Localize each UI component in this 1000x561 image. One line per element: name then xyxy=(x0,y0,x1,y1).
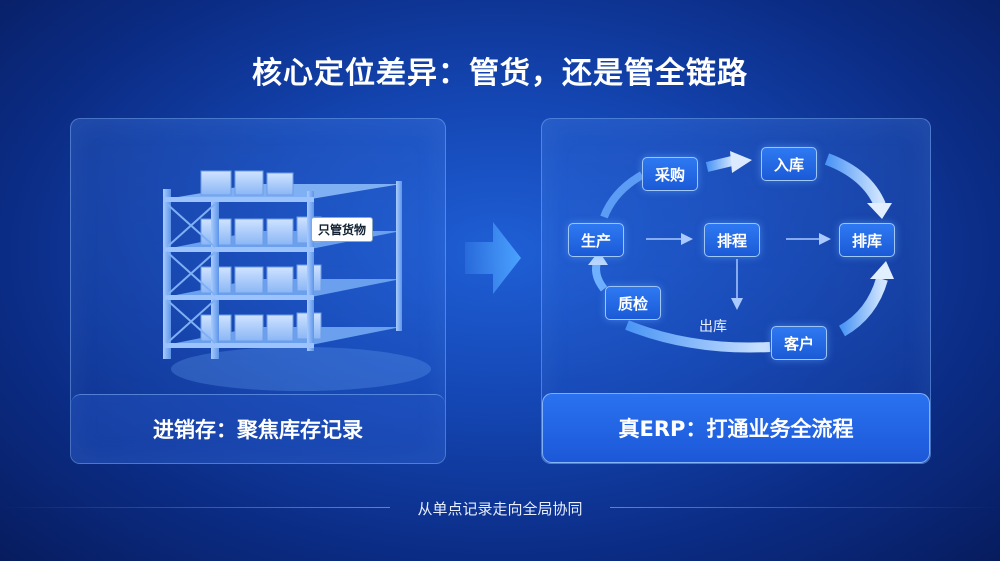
flow-arrow-customer-to-qc xyxy=(625,320,771,353)
footer-caption: 从单点记录走向全局协同 xyxy=(417,500,583,518)
node-storage-scheduling: 排库 xyxy=(839,223,896,257)
node-warehouse-in: 入库 xyxy=(761,147,818,181)
flow-label-outbound: 出库 xyxy=(699,319,727,335)
node-customer: 客户 xyxy=(771,326,828,360)
flow-arrow-production-to-purchase xyxy=(600,171,645,219)
flow-connectors xyxy=(588,151,894,353)
page-title: 核心定位差异：管货，还是管全链路 xyxy=(252,56,748,91)
goods-only-tag: 只管货物 xyxy=(311,217,374,242)
flow-arrow-purchase-to-warehouse xyxy=(705,156,734,172)
erp-panel: 采购 入库 生产 排程 排库 质检 客户 出库 真ERP：打通业务全流程 xyxy=(541,118,931,464)
flow-arrow-schedule-to-customer xyxy=(838,277,888,337)
flow-arrow-warehouse-to-schedule xyxy=(824,153,886,208)
shelf-illustration xyxy=(163,170,431,391)
footer-rule-left xyxy=(0,507,390,508)
node-scheduling: 排程 xyxy=(704,223,761,257)
comparison-arrow-icon xyxy=(465,222,521,294)
node-purchase: 采购 xyxy=(642,157,699,191)
node-production: 生产 xyxy=(568,223,625,257)
inventory-panel: 只管货物 进销存：聚焦库存记录 xyxy=(70,118,446,464)
erp-caption: 真ERP：打通业务全流程 xyxy=(542,393,930,463)
footer-rule-right xyxy=(610,507,1000,508)
node-quality-check: 质检 xyxy=(605,286,662,320)
inventory-caption: 进销存：聚焦库存记录 xyxy=(71,394,445,463)
